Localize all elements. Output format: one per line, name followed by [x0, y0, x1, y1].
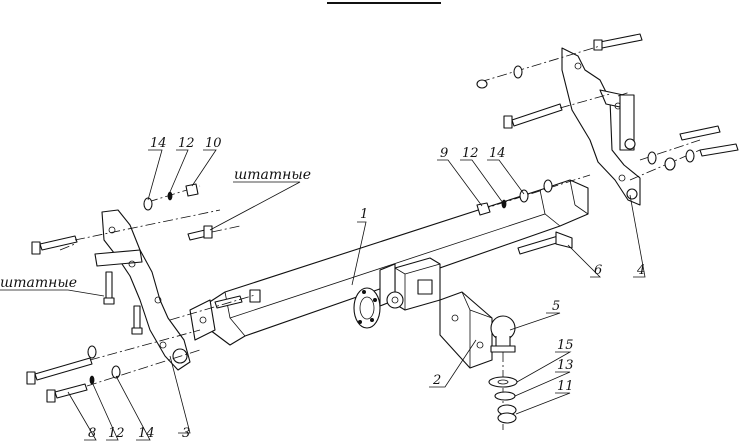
callout-4: 4	[636, 263, 645, 278]
left-bracket	[94, 209, 191, 371]
callout-5: 5	[552, 299, 560, 314]
callout-3: 3	[182, 426, 190, 441]
callout-9: 9	[440, 146, 448, 161]
left-bracket-bolts	[31, 183, 241, 335]
callout-14-mid: 14	[489, 146, 506, 161]
callout-1: 1	[360, 207, 368, 222]
note-stock-top: штатные	[234, 167, 311, 183]
callout-14-top: 14	[150, 136, 167, 151]
right-beam-fasteners	[476, 174, 591, 216]
drawbar	[439, 291, 493, 369]
callout-15: 15	[557, 338, 574, 353]
callout-13: 13	[557, 358, 574, 373]
note-stock-left: штатные	[0, 275, 77, 291]
callout-12-bot: 12	[108, 426, 125, 441]
beam-left-bolt	[169, 289, 261, 321]
right-bracket-bolts	[476, 33, 739, 181]
leader-lines	[0, 149, 646, 441]
callout-11: 11	[557, 379, 574, 394]
callout-6: 6	[594, 263, 602, 278]
callout-8: 8	[88, 426, 96, 441]
callout-2: 2	[432, 373, 441, 388]
callout-12-mid: 12	[462, 146, 479, 161]
ball-fasteners	[488, 376, 518, 424]
socket-plate	[353, 287, 381, 329]
wiring-bracket	[517, 231, 573, 255]
main-crossbeam	[189, 179, 589, 346]
callout-labels: 1 2 3 4 5 6 8 9 10 11 12 12 12 13 14 14 …	[0, 136, 645, 441]
callout-10: 10	[205, 136, 222, 151]
receiver-block	[379, 257, 441, 311]
callout-14-bot: 14	[138, 426, 155, 441]
tow-ball	[490, 315, 516, 430]
callout-12-top: 12	[178, 136, 195, 151]
lower-left-bolts	[26, 329, 201, 403]
